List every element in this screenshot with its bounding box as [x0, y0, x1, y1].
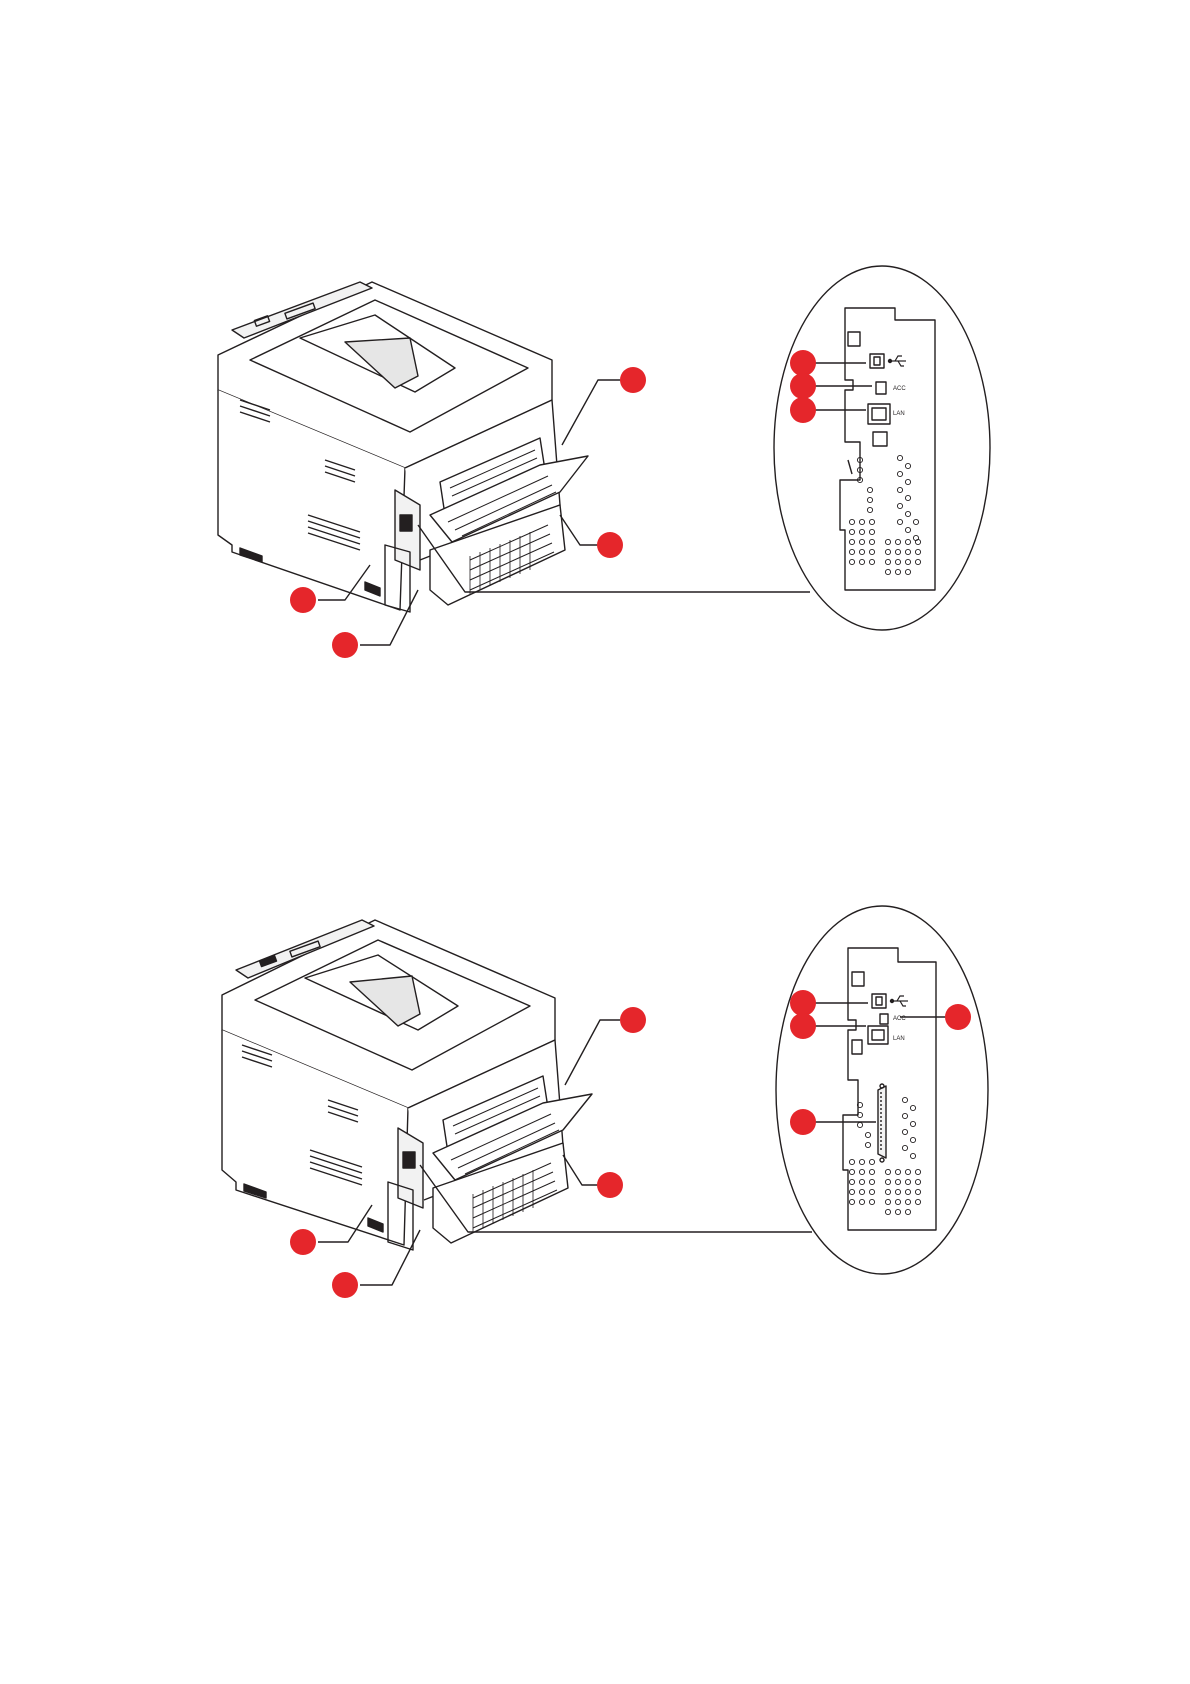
- parallel-port-icon: [878, 1084, 886, 1162]
- printer-rear-svg-top: ACC LAN: [0, 260, 1190, 900]
- callout-duplex-unit-top: [597, 532, 623, 558]
- callout-acc-bottom: [945, 1004, 971, 1030]
- callout-duplex-unit-bottom: [597, 1172, 623, 1198]
- printer-rear-view-diagram-bottom: ACC LAN: [0, 900, 1190, 1540]
- callout-parallel-bottom: [790, 1109, 816, 1135]
- callout-power-socket-top: [332, 632, 358, 658]
- callout-rear-tray-top: [620, 367, 646, 393]
- lan-label-bottom: LAN: [893, 1036, 905, 1042]
- lan-label-top: LAN: [893, 411, 905, 417]
- callout-power-switch-bottom: [290, 1229, 316, 1255]
- acc-label-bottom: ACC: [893, 1016, 906, 1022]
- printer-illustration: [222, 920, 592, 1250]
- printer-illustration: [218, 282, 588, 612]
- callout-power-socket-bottom: [332, 1272, 358, 1298]
- callout-acc-top: [790, 373, 816, 399]
- acc-label-top: ACC: [893, 386, 906, 392]
- callout-power-switch-top: [290, 587, 316, 613]
- callout-rear-tray-bottom: [620, 1007, 646, 1033]
- printer-rear-svg-bottom: ACC LAN: [0, 900, 1190, 1540]
- callout-usb-bottom: [790, 990, 816, 1016]
- printer-rear-view-diagram-top: ACC LAN: [0, 260, 1190, 900]
- callout-lan-bottom: [790, 1013, 816, 1039]
- callout-lan-top: [790, 397, 816, 423]
- callout-usb-top: [790, 350, 816, 376]
